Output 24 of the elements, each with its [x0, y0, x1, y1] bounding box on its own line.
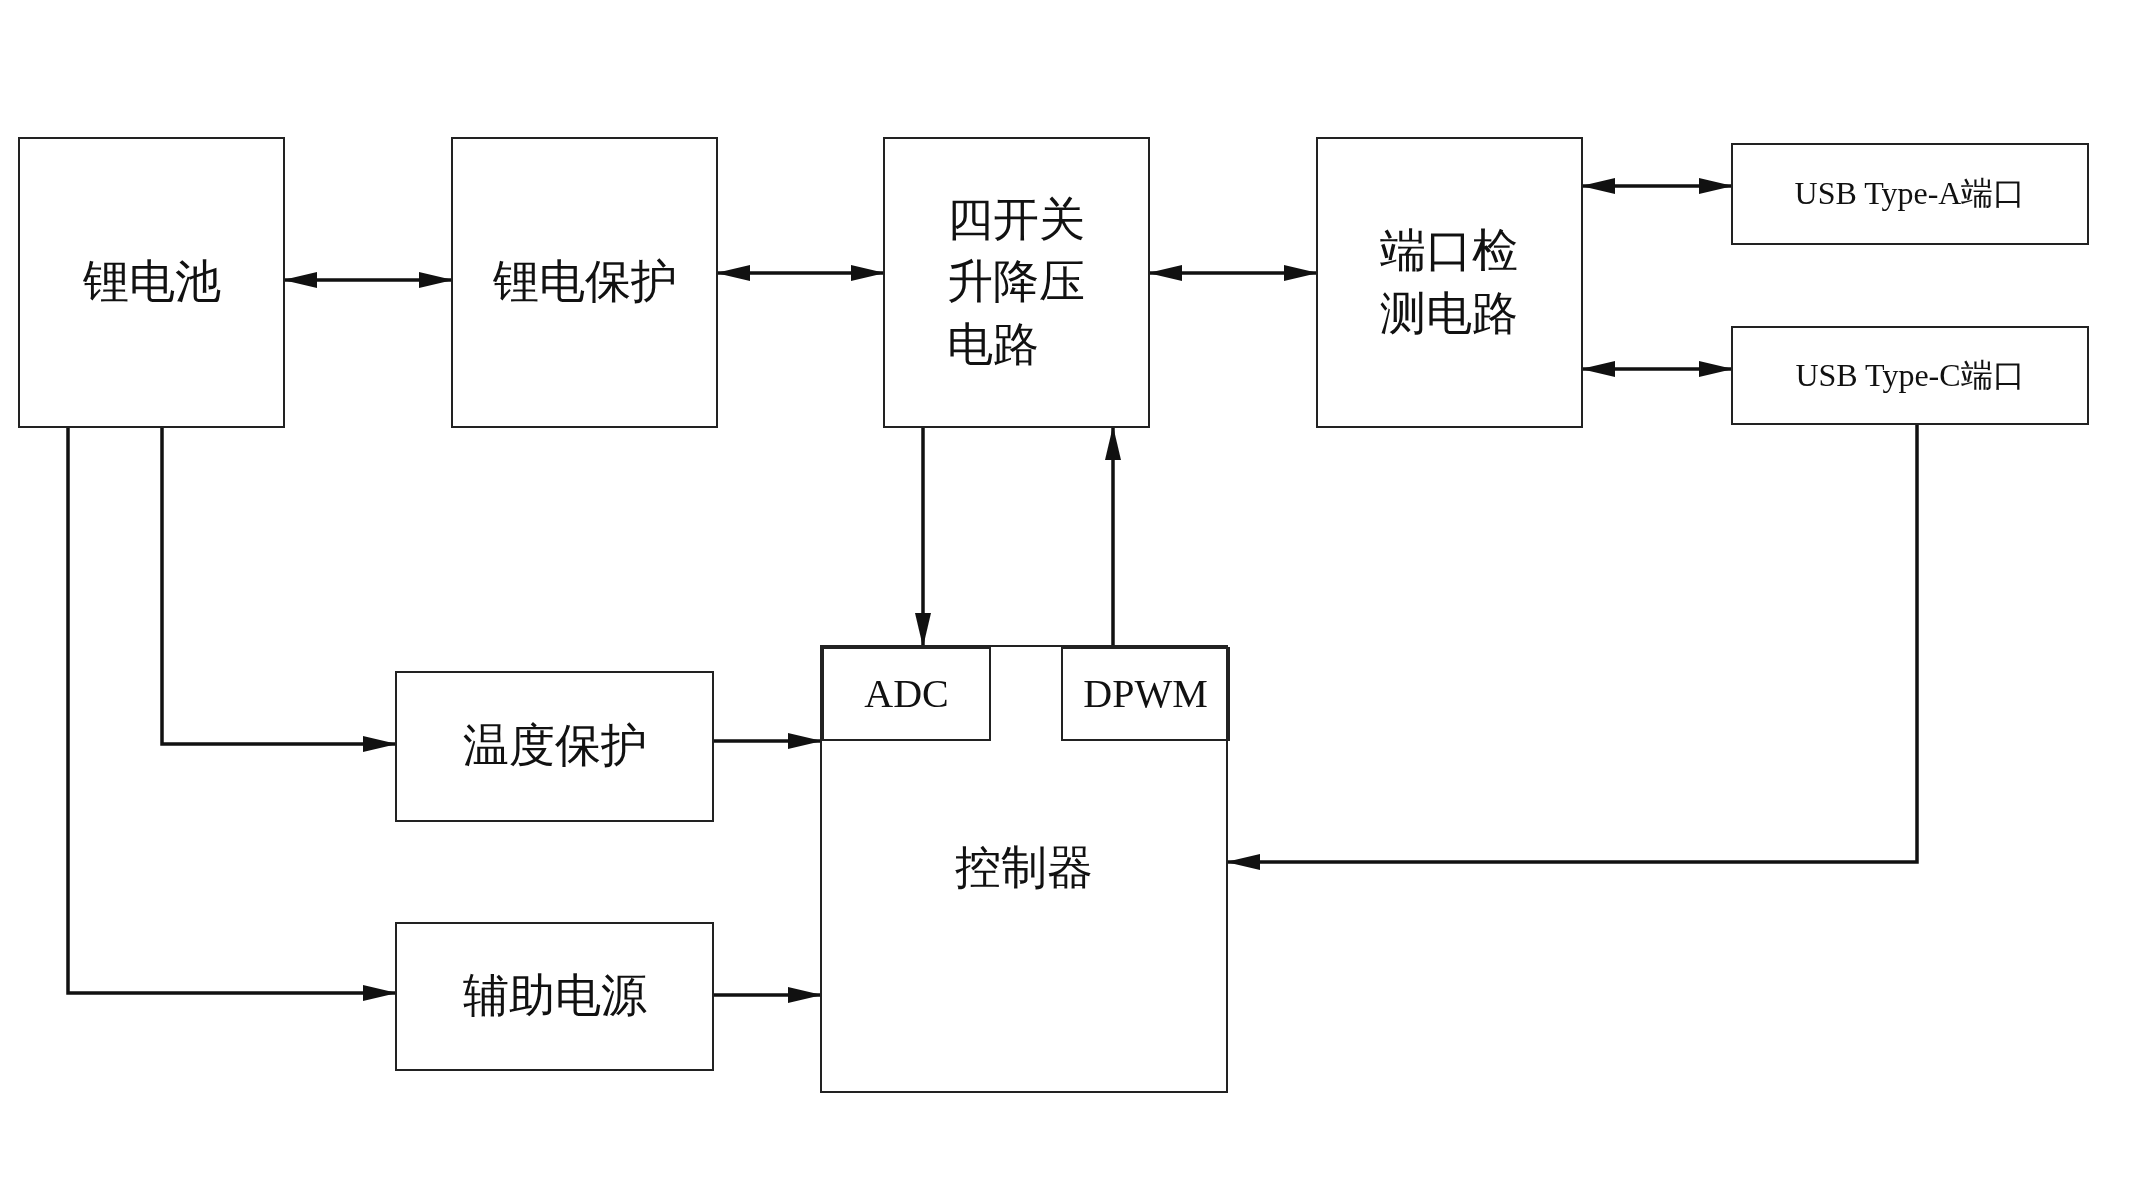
- block-box: 四开关升降压电路: [883, 137, 1150, 428]
- double-arrow: [1581, 178, 1733, 194]
- arrow: [714, 987, 822, 1003]
- block-box: [820, 645, 1228, 1093]
- double-arrow: [283, 272, 453, 288]
- block-box: 锂电保护: [451, 137, 718, 428]
- block-box: 锂电池: [18, 137, 285, 428]
- sub-block-box: DPWM: [1061, 647, 1230, 741]
- block-box: 端口检测电路: [1316, 137, 1583, 428]
- double-arrow: [1581, 361, 1733, 377]
- arrow: [1105, 426, 1121, 645]
- arrow: [714, 733, 822, 749]
- sub-block-box: ADC: [822, 647, 991, 741]
- block-box: USB Type-A端口: [1731, 143, 2089, 245]
- arrow: [160, 428, 397, 752]
- arrow: [1226, 425, 1919, 870]
- block-box: 辅助电源: [395, 922, 714, 1071]
- double-arrow: [1148, 265, 1318, 281]
- double-arrow: [716, 265, 885, 281]
- block-box: USB Type-C端口: [1731, 326, 2089, 425]
- block-box: 温度保护: [395, 671, 714, 822]
- arrow: [915, 428, 931, 647]
- arrow: [66, 428, 397, 1001]
- block-title: 控制器: [954, 841, 1094, 895]
